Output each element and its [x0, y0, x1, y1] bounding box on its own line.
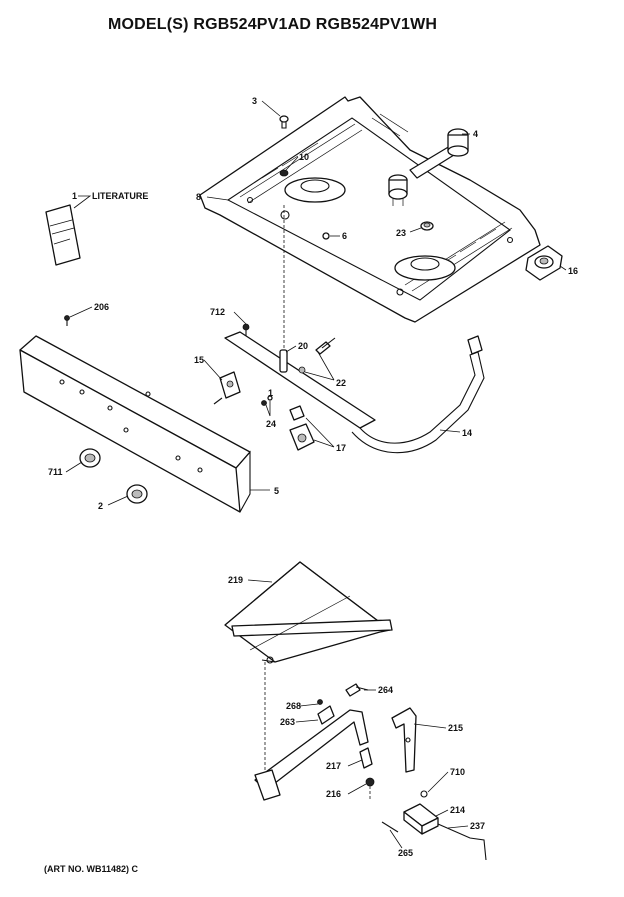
callout-24: 24: [266, 419, 276, 429]
callout-1-literature: 1: [72, 191, 77, 201]
igniter-part-263: [317, 705, 335, 725]
callout-3: 3: [252, 96, 257, 106]
capillary-part-237: [437, 823, 487, 861]
callout-17: 17: [336, 443, 346, 453]
electrode-part-264: [345, 683, 369, 697]
callout-214: 214: [450, 805, 465, 815]
callout-711: 711: [48, 467, 63, 477]
callout-4: 4: [473, 129, 478, 139]
leader-lines: [65, 100, 567, 849]
screw-part-265: [381, 821, 399, 833]
orifices-part-22: [298, 337, 336, 374]
callout-1-washer: 1: [268, 388, 273, 398]
callout-5: 5: [274, 486, 279, 496]
knob-part-2: [126, 484, 148, 504]
callout-216: 216: [326, 789, 341, 799]
callout-237: 237: [470, 821, 485, 831]
callout-265: 265: [398, 848, 413, 858]
washer-part-1: [267, 395, 273, 401]
tube-part-20: [279, 205, 288, 373]
burner-box-assembly: [199, 96, 541, 323]
clip-part-217: [359, 747, 373, 769]
callout-16: 16: [568, 266, 578, 276]
bracket-part-215: [391, 707, 417, 773]
callout-10: 10: [299, 152, 309, 162]
callout-20: 20: [298, 341, 308, 351]
callout-2: 2: [98, 501, 103, 511]
clip-part-24: [261, 400, 267, 406]
callout-206: 206: [94, 302, 109, 312]
literature-label: LITERATURE: [92, 191, 148, 201]
screw-part-3: [279, 115, 289, 129]
regulator-part-16: [525, 245, 563, 281]
callout-15: 15: [194, 355, 204, 365]
orifice-part-23: [420, 221, 434, 231]
art-number: (ART NO. WB11482) C: [44, 864, 139, 874]
top-burner-assembly: [388, 128, 469, 206]
washer-part-710: [420, 790, 428, 798]
grommet-part-10: [279, 169, 289, 177]
grommet-part-216: [365, 777, 375, 787]
callout-263: 263: [280, 717, 295, 727]
callout-14: 14: [462, 428, 472, 438]
callout-219: 219: [228, 575, 243, 585]
callout-710: 710: [450, 767, 465, 777]
fastener-part-6: [322, 232, 330, 240]
callout-8: 8: [196, 192, 201, 202]
safety-valve-part-214: [403, 803, 439, 835]
control-panel-part-5: [19, 335, 251, 513]
callout-264: 264: [378, 685, 393, 695]
screw-part-206: [64, 315, 70, 326]
baffle-part-219: [224, 561, 393, 664]
callout-6: 6: [342, 231, 347, 241]
callout-labels: 3 4 10 8 6 23 16 1 LITERATURE 206 712 20…: [48, 96, 578, 858]
callout-268: 268: [286, 701, 301, 711]
callout-217: 217: [326, 761, 341, 771]
knob-part-711: [79, 448, 101, 468]
valve-part-15: [213, 371, 241, 405]
diagram-title: MODEL(S) RGB524PV1AD RGB524PV1WH: [108, 16, 438, 33]
oven-burner-tube: [254, 709, 369, 801]
callout-23: 23: [396, 228, 406, 238]
switch-part-17: [289, 405, 315, 451]
screw-part-268: [317, 699, 323, 705]
manifold-part-14: [224, 331, 485, 454]
callout-22: 22: [336, 378, 346, 388]
callout-215: 215: [448, 723, 463, 733]
callout-712: 712: [210, 307, 225, 317]
literature-part-1: [45, 204, 81, 266]
